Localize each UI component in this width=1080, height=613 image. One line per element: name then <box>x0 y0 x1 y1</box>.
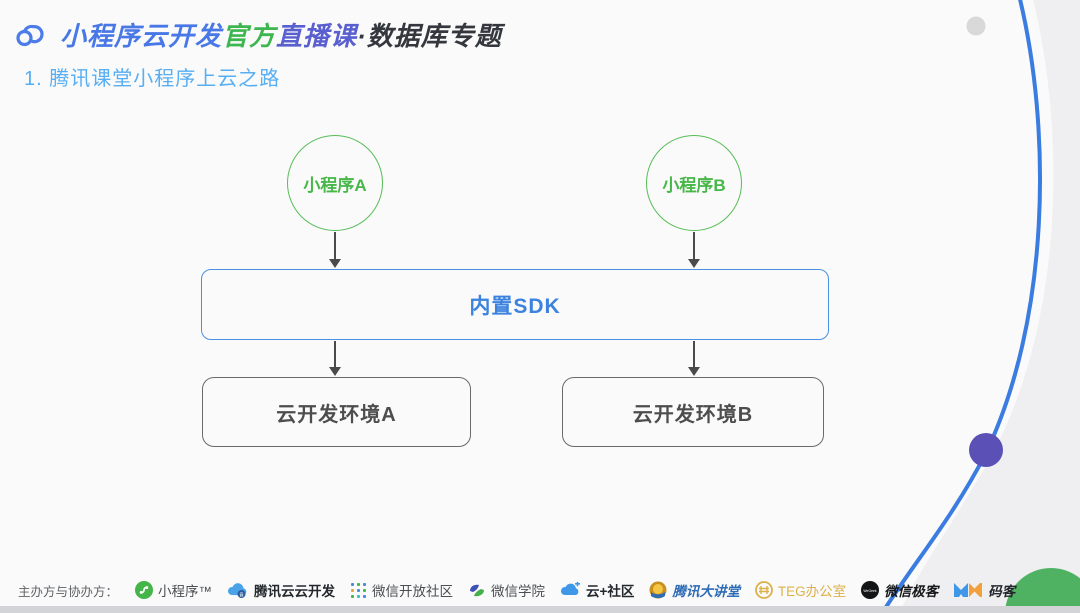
footer-sponsors: 主办方与协办方： 小程序™ 云 腾讯云云开发 微信开放社区 <box>18 580 1015 600</box>
sponsor-wegeek: WeGeek 微信极客 <box>861 580 938 600</box>
purple-dot <box>969 433 1003 467</box>
sponsor-cloudbase: 云 腾讯云云开发 <box>227 580 335 600</box>
sponsor-label: 腾讯云云开发 <box>254 584 336 599</box>
arrow-sdk-to-env-b <box>688 341 700 376</box>
bottom-edge-strip <box>0 606 1080 613</box>
sponsor-make: 码客 <box>953 580 1015 600</box>
sponsor-label: 微信极客 <box>884 584 939 599</box>
node-cloud-env-b: 云开发环境B <box>562 377 824 447</box>
make-logo-icon <box>954 583 983 597</box>
title-segment-green: 官方 <box>222 21 277 51</box>
title-segment-dark: ·数据库专题 <box>357 21 502 51</box>
sponsor-teg-office: TEG办公室 <box>755 580 846 600</box>
sponsor-wechat-academy: 微信学院 <box>468 580 545 600</box>
svg-text:WeGeek: WeGeek <box>864 589 877 593</box>
title-segment-blue: 小程序云开发 <box>60 21 223 51</box>
open-community-logo-icon <box>351 582 367 598</box>
curve-line <box>879 0 1043 613</box>
header: 小程序云开发官方直播课·数据库专题 <box>14 16 502 53</box>
sponsor-open-community: 微信开放社区 <box>350 580 453 600</box>
teg-office-logo-icon <box>755 581 773 599</box>
footer-label: 主办方与协办方： <box>18 584 119 599</box>
svg-text:云: 云 <box>240 591 244 597</box>
arrow-a-to-sdk <box>329 232 341 268</box>
node-mini-program-b: 小程序B <box>646 135 742 231</box>
tencent-lecture-logo-icon <box>649 581 667 599</box>
sponsor-label: 微信学院 <box>491 584 546 599</box>
wegeek-logo-icon: WeGeek <box>861 581 880 599</box>
side-panel-shape <box>899 0 1080 613</box>
section-heading: 1. 腾讯课堂小程序上云之路 <box>24 68 281 90</box>
node-mini-program-a: 小程序A <box>287 135 383 231</box>
wechat-academy-logo-icon <box>470 584 485 596</box>
arrow-b-to-sdk <box>688 232 700 268</box>
gray-dot <box>966 16 986 36</box>
sponsor-label: TEG办公室 <box>777 584 847 599</box>
sponsor-label: 云+社区 <box>586 584 635 599</box>
sponsor-label: 腾讯大讲堂 <box>672 584 740 599</box>
cloudbase-logo-icon: 云 <box>227 582 247 598</box>
node-cloud-env-a: 云开发环境A <box>202 377 471 447</box>
corner-green-circle <box>1005 568 1080 613</box>
sponsor-label: 微信开放社区 <box>372 584 454 599</box>
node-builtin-sdk: 内置SDK <box>201 269 829 340</box>
sponsor-cloud-plus-community: 云+社区 <box>560 580 634 600</box>
sponsor-label: 小程序™ <box>158 584 213 599</box>
arrow-sdk-to-env-a <box>329 341 341 376</box>
cloudbase-cloud-icon <box>16 24 44 46</box>
page-title: 小程序云开发官方直播课·数据库专题 <box>60 16 502 53</box>
cloud-plus-community-logo-icon <box>560 582 581 596</box>
sponsor-label: 码客 <box>988 584 1016 599</box>
sponsor-tencent-lecture: 腾讯大讲堂 <box>649 580 740 600</box>
miniprogram-logo-icon <box>135 581 154 599</box>
title-segment-purple: 直播课 <box>276 21 358 51</box>
sponsor-miniprogram: 小程序™ <box>135 580 212 600</box>
